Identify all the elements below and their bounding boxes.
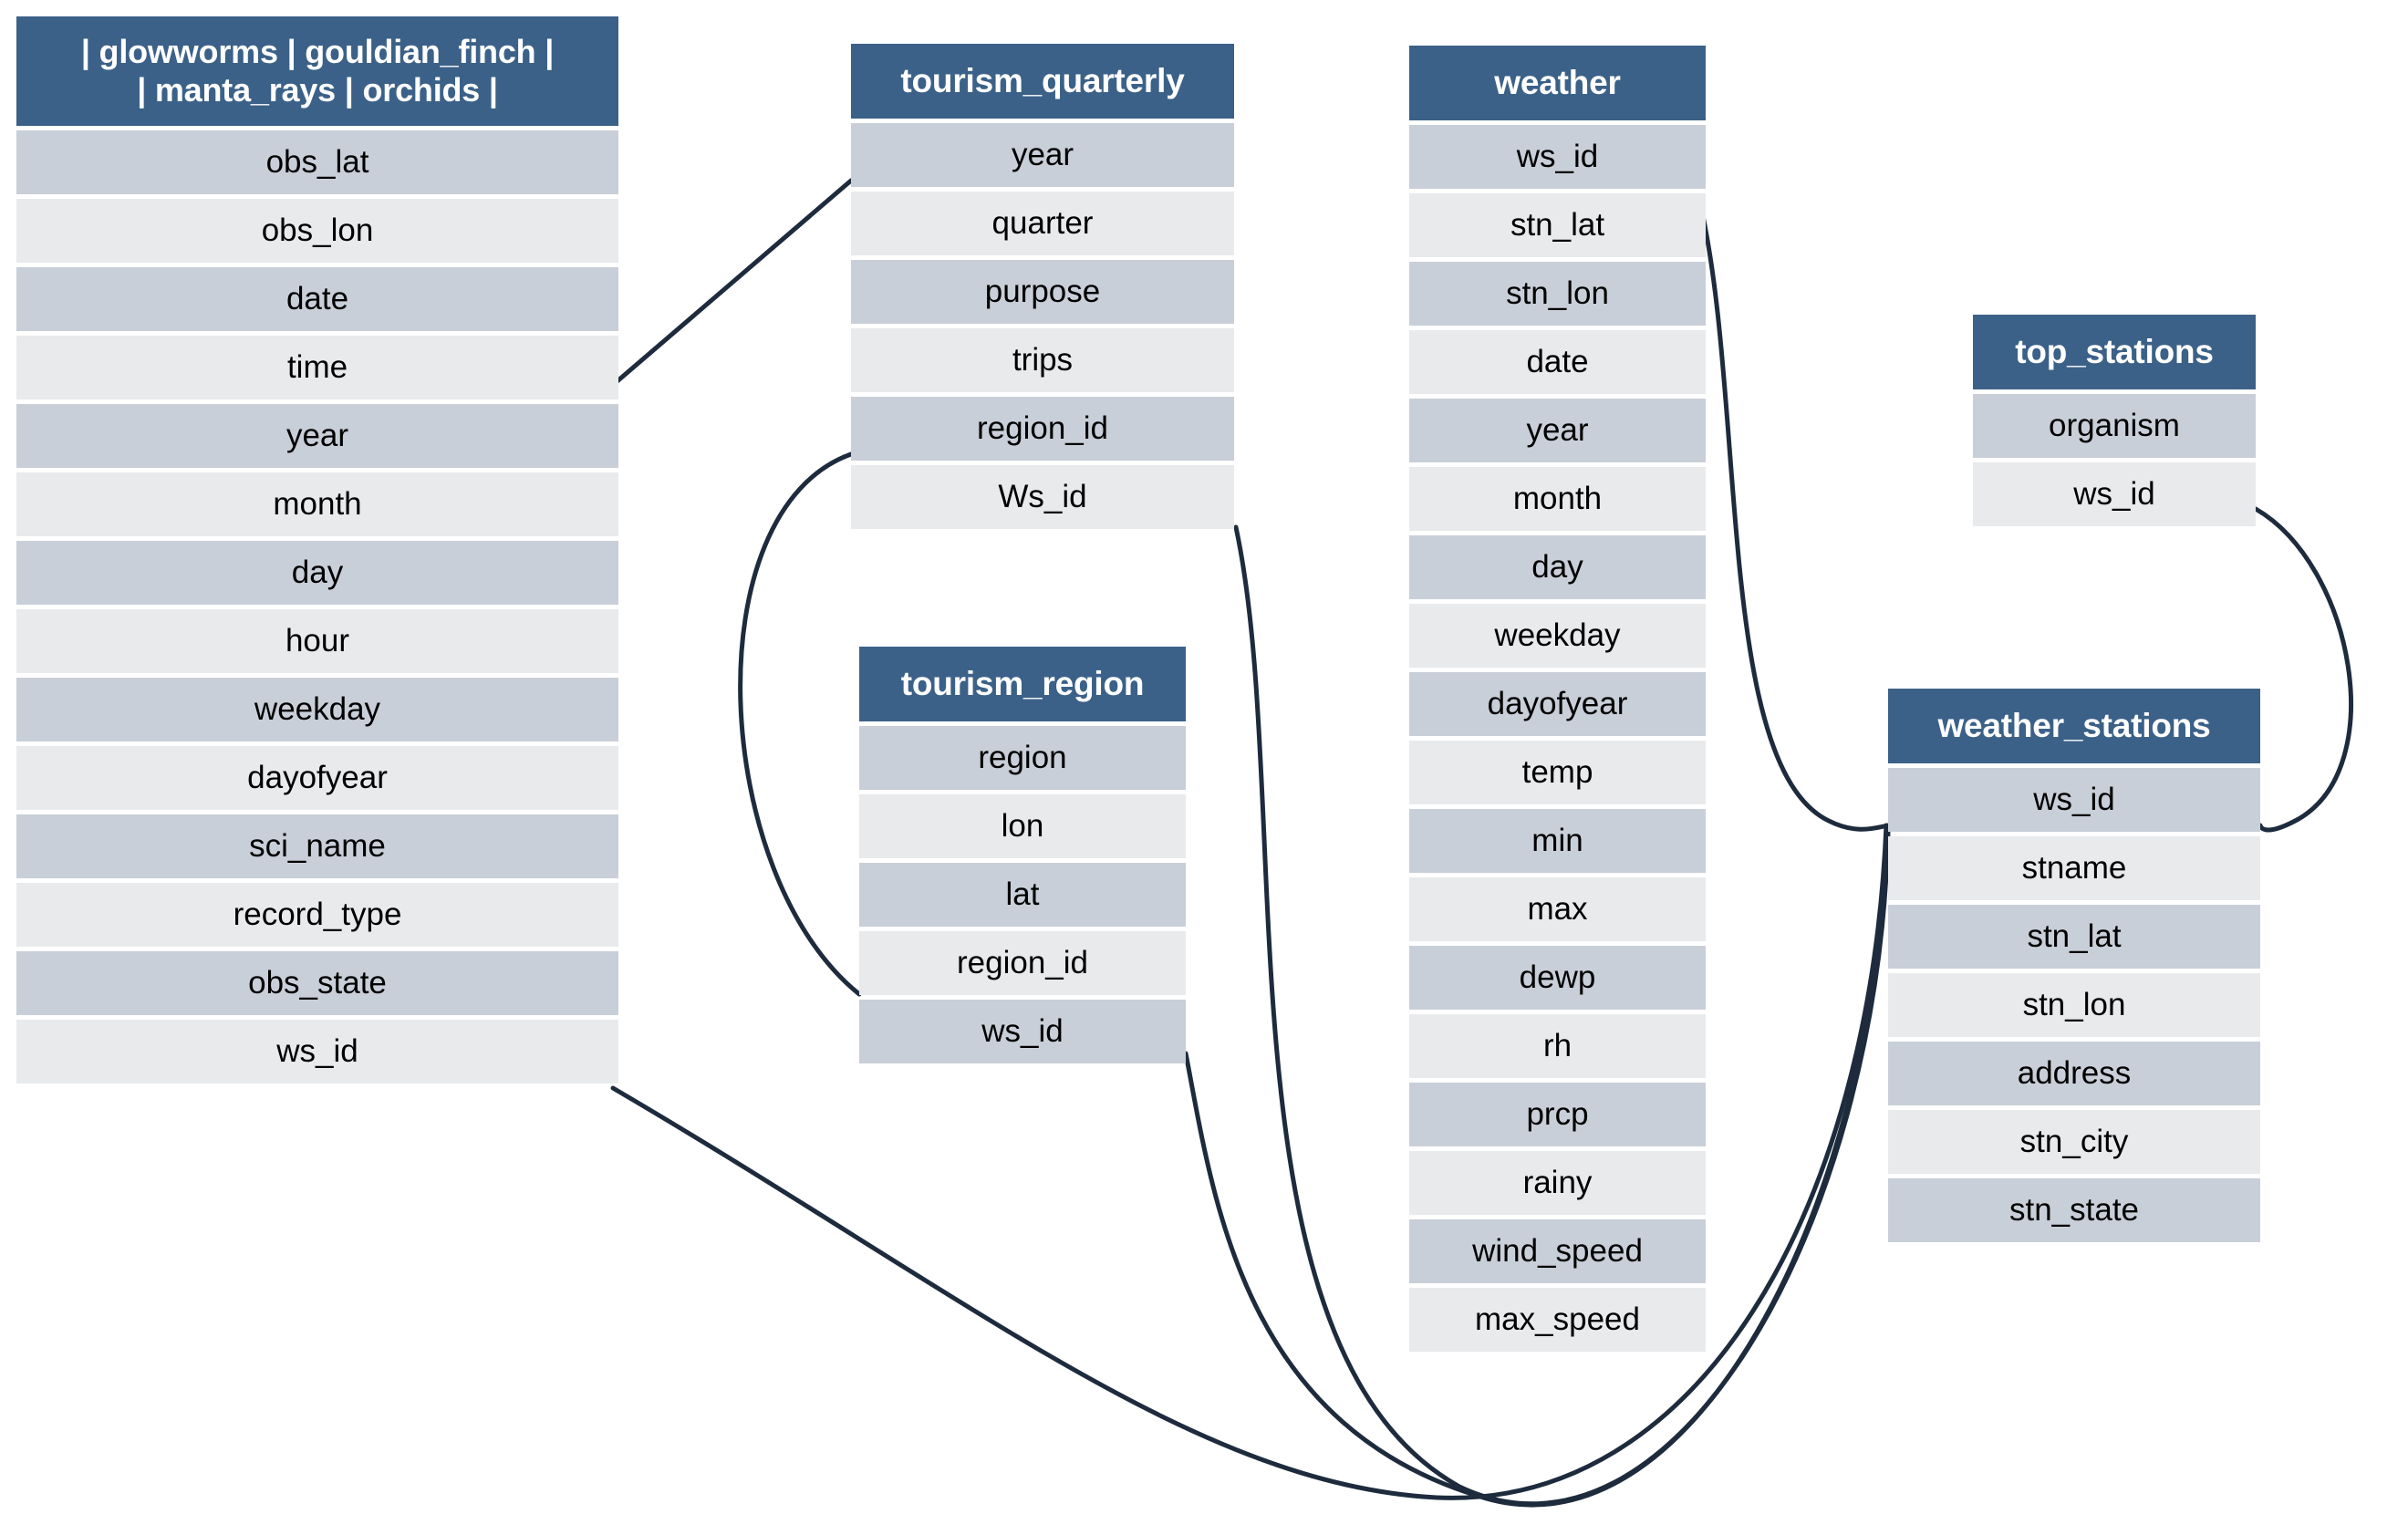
column-row[interactable]: ws_id bbox=[1888, 768, 2260, 832]
column-row[interactable]: weekday bbox=[1409, 604, 1706, 668]
column-row[interactable]: year bbox=[1409, 399, 1706, 462]
connector-weather-ws-id-to-weather-stations-ws-id bbox=[1696, 193, 1891, 832]
column-row[interactable]: obs_lon bbox=[16, 199, 618, 263]
column-row[interactable]: obs_state bbox=[16, 951, 618, 1015]
connector-top-stations-ws-id-to-weather-stations-ws-id bbox=[2253, 506, 2353, 833]
column-row[interactable]: temp bbox=[1409, 741, 1706, 804]
column-row[interactable]: address bbox=[1888, 1042, 2260, 1105]
column-row[interactable]: max bbox=[1409, 877, 1706, 941]
column-row[interactable]: lat bbox=[859, 863, 1186, 927]
entity-header-organisms: | glowworms | gouldian_finch | | manta_r… bbox=[16, 16, 618, 126]
column-row[interactable]: ws_id bbox=[1973, 462, 2256, 526]
column-row[interactable]: region_id bbox=[851, 397, 1234, 461]
entity-table-organisms[interactable]: | glowworms | gouldian_finch | | manta_r… bbox=[16, 16, 618, 1088]
connector-tourism-quarterly-region-id-to-tourism-region-region-id bbox=[738, 451, 862, 997]
column-row[interactable]: stn_city bbox=[1888, 1110, 2260, 1174]
entity-header-weather_stations: weather_stations bbox=[1888, 689, 2260, 763]
column-row[interactable]: min bbox=[1409, 809, 1706, 873]
column-row[interactable]: stn_state bbox=[1888, 1178, 2260, 1242]
column-row[interactable]: ws_id bbox=[16, 1020, 618, 1084]
column-row[interactable]: max_speed bbox=[1409, 1288, 1706, 1352]
column-row[interactable]: day bbox=[1409, 535, 1706, 599]
column-row[interactable]: region_id bbox=[859, 931, 1186, 995]
column-row[interactable]: weekday bbox=[16, 678, 618, 741]
column-row[interactable]: stn_lon bbox=[1409, 262, 1706, 326]
column-row[interactable]: dayofyear bbox=[1409, 672, 1706, 736]
column-row[interactable]: prcp bbox=[1409, 1083, 1706, 1146]
column-row[interactable]: region bbox=[859, 726, 1186, 790]
column-row[interactable]: year bbox=[16, 404, 618, 468]
column-row[interactable]: dayofyear bbox=[16, 746, 618, 810]
column-row[interactable]: dewp bbox=[1409, 946, 1706, 1010]
column-row[interactable]: time bbox=[16, 336, 618, 399]
entity-header-top_stations: top_stations bbox=[1973, 315, 2256, 389]
column-row[interactable]: wind_speed bbox=[1409, 1219, 1706, 1283]
column-row[interactable]: date bbox=[16, 267, 618, 331]
column-row[interactable]: day bbox=[16, 541, 618, 605]
column-row[interactable]: record_type bbox=[16, 883, 618, 947]
column-row[interactable]: year bbox=[851, 123, 1234, 187]
connector-organisms-time-to-tourism-quarterly-year bbox=[610, 178, 854, 388]
entity-header-tourism_region: tourism_region bbox=[859, 647, 1186, 721]
column-row[interactable]: stn_lat bbox=[1888, 905, 2260, 969]
column-row[interactable]: trips bbox=[851, 328, 1234, 392]
column-row[interactable]: sci_name bbox=[16, 814, 618, 878]
column-row[interactable]: obs_lat bbox=[16, 130, 618, 194]
column-row[interactable]: month bbox=[1409, 467, 1706, 531]
column-row[interactable]: month bbox=[16, 472, 618, 536]
column-row[interactable]: quarter bbox=[851, 192, 1234, 255]
column-row[interactable]: stn_lon bbox=[1888, 973, 2260, 1037]
entity-header-tourism_quarterly: tourism_quarterly bbox=[851, 44, 1234, 119]
column-row[interactable]: rh bbox=[1409, 1014, 1706, 1078]
column-row[interactable]: hour bbox=[16, 609, 618, 673]
column-row[interactable]: stn_lat bbox=[1409, 193, 1706, 257]
column-row[interactable]: date bbox=[1409, 330, 1706, 394]
column-row[interactable]: lon bbox=[859, 794, 1186, 858]
column-row[interactable]: rainy bbox=[1409, 1151, 1706, 1215]
column-row[interactable]: stname bbox=[1888, 836, 2260, 900]
column-row[interactable]: Ws_id bbox=[851, 465, 1234, 529]
column-row[interactable]: ws_id bbox=[1409, 125, 1706, 189]
column-row[interactable]: purpose bbox=[851, 260, 1234, 324]
column-row[interactable]: ws_id bbox=[859, 1000, 1186, 1063]
entity-header-weather: weather bbox=[1409, 46, 1706, 120]
column-row[interactable]: organism bbox=[1973, 394, 2256, 458]
